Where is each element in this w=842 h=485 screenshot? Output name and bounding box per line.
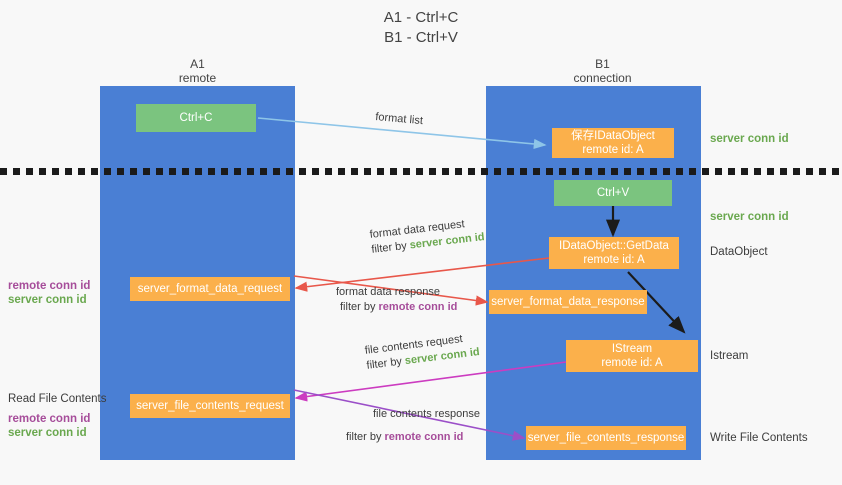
filter-value: remote conn id <box>384 431 464 443</box>
edge-label-format-data-response-filter: filter by remote conn id <box>340 300 457 315</box>
column-header-a1-sub: remote <box>178 71 217 85</box>
node-server-file-contents-response[interactable]: server_file_contents_response <box>526 426 686 450</box>
node-istream-line2: remote id: A <box>601 357 663 369</box>
label-server-conn-id-top: server conn id <box>710 133 789 145</box>
column-header-a1-name: A1 <box>190 57 205 71</box>
column-header-b1-name: B1 <box>595 57 610 71</box>
node-idataobject-getdata[interactable]: IDataObject::GetData remote id: A <box>549 237 679 269</box>
edge-label-format-list-text: format list <box>374 110 424 128</box>
edge-label-format-data-request: format data request filter by server con… <box>369 215 485 258</box>
node-server-format-data-response-label: server_format_data_response <box>491 296 645 308</box>
filter-prefix: filter by <box>346 431 385 443</box>
label-dataobject: DataObject <box>710 246 768 258</box>
label-istream: Istream <box>710 350 749 362</box>
edge-label-format-data-response-title: format data response <box>336 286 440 298</box>
node-save-dataobject-line1: 保存IDataObject <box>571 130 655 142</box>
label-write-file-contents: Write File Contents <box>710 432 808 444</box>
node-getdata-line2: remote id: A <box>583 254 645 266</box>
filter-value: remote conn id <box>378 301 458 313</box>
edge-label-file-contents-request: file contents request filter by server c… <box>364 330 481 374</box>
node-server-file-contents-response-label: server_file_contents_response <box>527 432 685 444</box>
diagram-title: A1 - Ctrl+C B1 - Ctrl+V <box>0 8 842 48</box>
node-ctrl-c-label: Ctrl+C <box>179 112 213 124</box>
node-server-file-contents-request-label: server_file_contents_request <box>136 400 284 412</box>
node-istream[interactable]: IStream remote id: A <box>566 340 698 372</box>
filter-prefix: filter by <box>370 239 411 256</box>
edge-label-file-contents-response-filter: filter by remote conn id <box>346 430 480 445</box>
title-line-2: B1 - Ctrl+V <box>384 29 458 46</box>
node-save-dataobject[interactable]: 保存IDataObject remote id: A <box>552 128 674 158</box>
label-file-server-conn-id: server conn id <box>8 427 87 439</box>
phase-divider <box>0 168 842 175</box>
node-getdata-line1: IDataObject::GetData <box>559 240 669 252</box>
filter-prefix: filter by <box>365 355 406 372</box>
node-istream-line1: IStream <box>611 343 653 355</box>
node-ctrl-c[interactable]: Ctrl+C <box>136 104 256 132</box>
column-header-b1: B1 connection <box>530 57 675 85</box>
label-format-server-conn-id: server conn id <box>8 294 87 306</box>
node-ctrl-v-label: Ctrl+V <box>596 187 630 199</box>
label-file-remote-conn-id: remote conn id <box>8 413 91 425</box>
node-server-format-data-request-label: server_format_data_request <box>137 283 283 295</box>
column-header-b1-sub: connection <box>573 71 632 85</box>
node-server-file-contents-request[interactable]: server_file_contents_request <box>130 394 290 418</box>
edge-label-format-data-response: format data response filter by remote co… <box>336 285 457 315</box>
label-server-conn-id-mid: server conn id <box>710 211 789 223</box>
edge-label-file-contents-response: file contents response filter by remote … <box>346 407 481 445</box>
edge-label-file-contents-response-title: file contents response <box>373 408 481 420</box>
filter-prefix: filter by <box>340 301 379 313</box>
label-format-remote-conn-id: remote conn id <box>8 280 91 292</box>
title-line-1: A1 - Ctrl+C <box>383 9 459 26</box>
node-ctrl-v[interactable]: Ctrl+V <box>554 180 672 206</box>
node-server-format-data-response[interactable]: server_format_data_response <box>489 290 647 314</box>
column-header-a1: A1 remote <box>125 57 270 85</box>
edge-label-format-list: format list <box>375 110 424 129</box>
node-server-format-data-request[interactable]: server_format_data_request <box>130 277 290 301</box>
label-read-file-contents: Read File Contents <box>8 393 107 405</box>
node-save-dataobject-line2: remote id: A <box>582 144 644 156</box>
